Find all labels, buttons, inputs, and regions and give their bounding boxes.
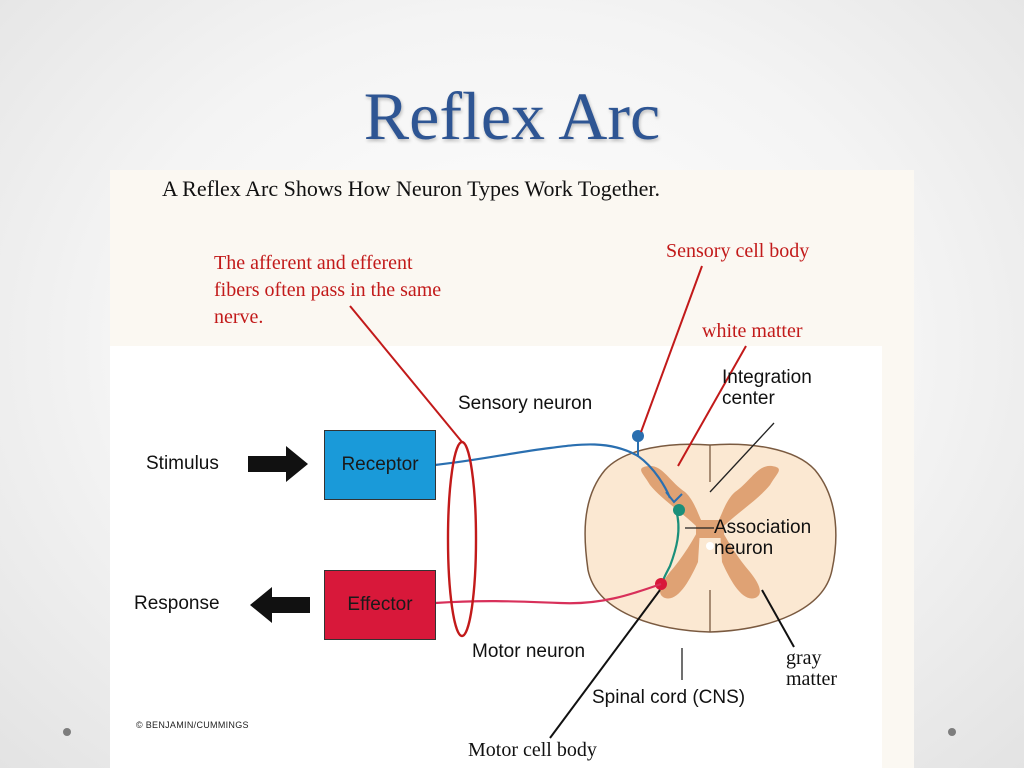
motor-neuron-line — [434, 582, 662, 605]
sensory-cell-body — [632, 430, 644, 442]
slide-bullet-icon-left — [63, 728, 71, 736]
stimulus-label: Stimulus — [146, 453, 219, 474]
slide-title: Reflex Arc — [363, 78, 661, 154]
gray-matter-pointer — [761, 589, 795, 648]
motor-cell-body-label: Motor cell body — [468, 739, 597, 761]
gray-commissure — [696, 520, 724, 538]
sensory-cell-body-label: Sensory cell body — [666, 240, 810, 262]
gray-matter-label: gray matter — [786, 647, 838, 690]
receptor-box: Receptor — [324, 430, 436, 500]
gray-matter-left — [641, 465, 702, 599]
response-label: Response — [134, 593, 220, 614]
figure-caption: A Reflex Arc Shows How Neuron Types Work… — [162, 176, 661, 201]
spinal-cord-label: Spinal cord (CNS) — [592, 687, 746, 708]
slide-bullet-icon-right — [948, 728, 956, 736]
central-canal — [706, 542, 714, 550]
integration-center-label: Integration center — [722, 367, 812, 409]
white-matter-pointer — [677, 345, 747, 467]
white-matter-label: white matter — [702, 320, 803, 342]
integration-center-pointer — [709, 422, 775, 493]
sensory-cell-body-pointer — [640, 265, 703, 433]
gray-matter-right — [718, 465, 779, 599]
note-pointer — [349, 305, 463, 443]
association-neuron-body — [673, 504, 685, 516]
nerve-note-line: The afferent and efferent — [214, 252, 413, 274]
nerve-note-line: fibers often pass in the same — [214, 279, 442, 301]
sensory-terminal — [665, 491, 683, 504]
sensory-neuron-line — [434, 443, 672, 499]
nerve-note: The afferent and efferent fibers often p… — [214, 250, 441, 331]
stimulus-arrow-icon — [248, 446, 308, 482]
sensory-neuron-label: Sensory neuron — [458, 393, 593, 414]
effector-box: Effector — [324, 570, 436, 640]
nerve-note-line: nerve. — [214, 306, 264, 328]
association-neuron-label: Association neuron — [714, 517, 812, 559]
nerve-ellipse — [446, 440, 478, 638]
diagram-drawing — [248, 265, 837, 739]
reflex-arc-figure: A Reflex Arc Shows How Neuron Types Work… — [110, 170, 914, 768]
motor-cell-body-pointer — [549, 589, 661, 739]
motor-neuron-label: Motor neuron — [472, 641, 586, 662]
response-arrow-icon — [250, 587, 310, 623]
figure-credit: © BENJAMIN/CUMMINGS — [136, 720, 249, 730]
